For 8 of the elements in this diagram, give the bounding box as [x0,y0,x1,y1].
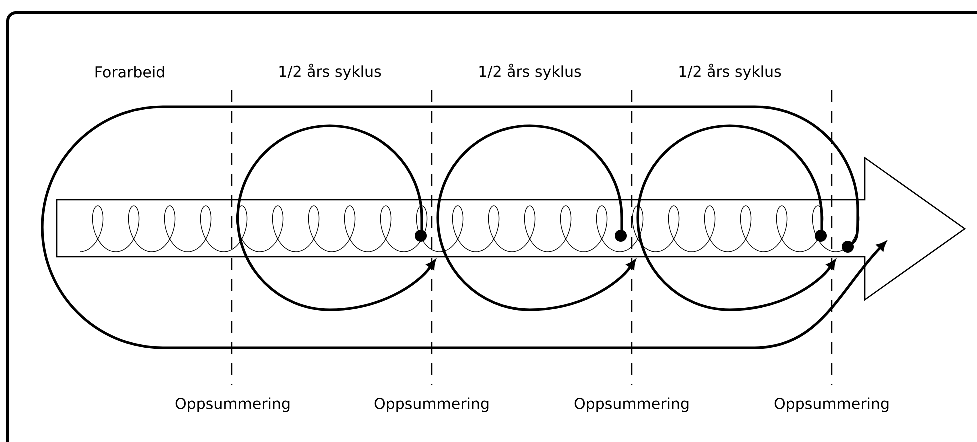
milestone-label: Oppsummering [774,398,889,412]
milestone-label: Oppsummering [176,398,290,412]
milestone-label: Oppsummering [574,398,689,412]
milestone-label: Oppsummering [374,398,489,412]
phase-label: 1/2 års syklus [480,64,582,80]
phase-label: 1/2 års syklus [280,64,382,80]
phase-label: 1/2 års syklus [680,64,782,80]
phase-label: Forarbeid [96,66,164,78]
